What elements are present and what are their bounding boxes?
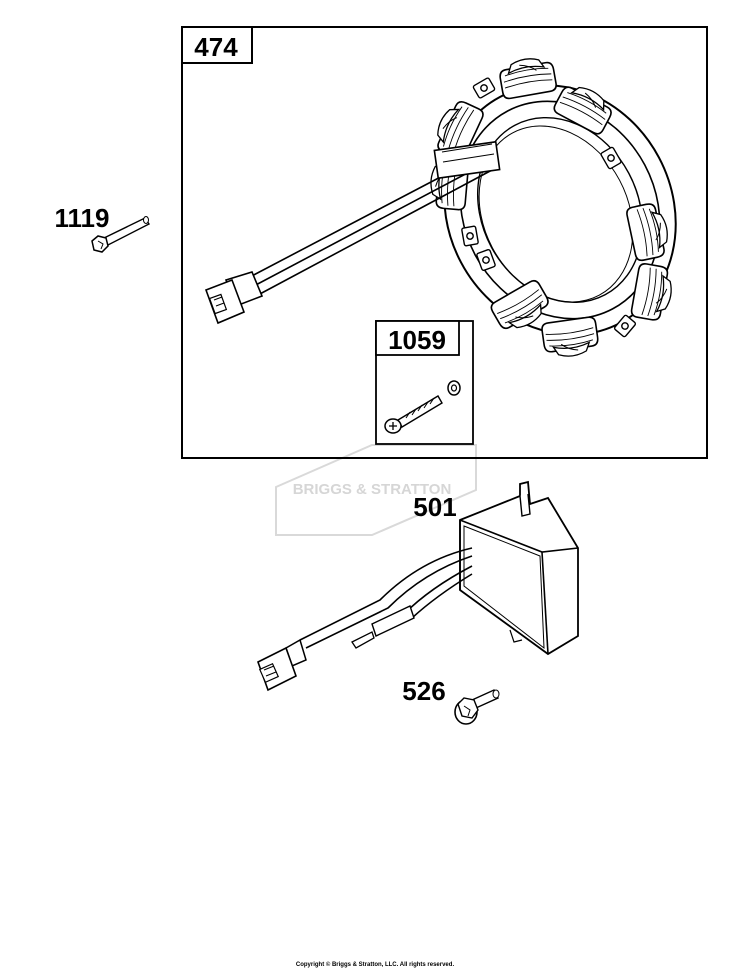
- screw-1059-label: 1059: [388, 325, 446, 355]
- watermark-text: BRIGGS & STRATTON: [293, 481, 452, 498]
- screw-1059-icon: [384, 380, 461, 434]
- screw-1119-label: 1119: [55, 203, 110, 233]
- regulator-wires: [299, 547, 473, 649]
- screw-1119-icon: [91, 216, 151, 253]
- screw-1059-label-box: [375, 320, 460, 356]
- screw-1119-group: 1119: [55, 203, 151, 253]
- stator-connector: [204, 271, 264, 325]
- regulator-label: 501: [413, 492, 456, 522]
- screw-526-icon: [454, 689, 500, 725]
- stator-frame: [181, 26, 708, 459]
- stator-group: 474: [181, 26, 708, 459]
- watermark-logo: BRIGGS & STRATTON: [275, 444, 477, 536]
- regulator-group: 501: [257, 480, 579, 692]
- stator-label-box: [181, 26, 253, 64]
- stator-lead: [245, 140, 501, 296]
- stator-label: 474: [194, 32, 238, 62]
- screw-526-label: 526: [402, 676, 445, 706]
- regulator-connector: [257, 638, 307, 692]
- regulator-body: [459, 480, 579, 656]
- copyright-text: Copyright © Briggs & Stratton, LLC. All …: [295, 962, 455, 968]
- screw-1059-group: 1059: [375, 320, 474, 445]
- screw-526-group: 526: [402, 676, 500, 725]
